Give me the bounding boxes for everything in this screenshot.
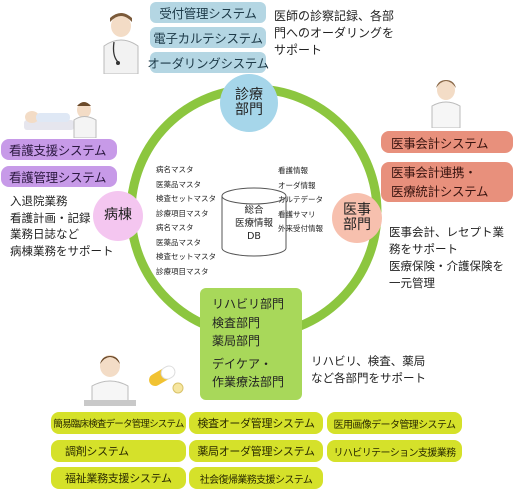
- medical-image-system-pill: 医用画像データ管理システム: [327, 412, 462, 434]
- top-description: 医師の診察記録、各部 門へのオーダリングを サポート: [274, 9, 395, 57]
- byoto-ward-node: 病棟: [93, 191, 143, 241]
- pharmacy-order-system-pill: 薬局オーダ管理システム: [189, 440, 323, 462]
- shinryo-department-node: 診療 部門: [220, 74, 278, 132]
- clinical-lab-data-system-pill: 簡易臨床検査データ管理システム: [51, 412, 186, 434]
- medical-accounting-system-pill: 医事会計システム: [381, 131, 513, 153]
- doctor-desk-illustration: [84, 355, 136, 406]
- rehabilitation-support-pill: リハビリテーション支援業務: [327, 440, 462, 462]
- information-list: 看護情報 オーダ情報 カルテデータ 看護サマリ 外来受付情報: [278, 166, 323, 233]
- nurse-patient-illustration: [24, 102, 97, 138]
- ordering-system-pill: オーダリングシステム: [147, 52, 269, 73]
- dispensing-system-pill: 調剤システム: [51, 440, 186, 462]
- database-icon: [221, 187, 287, 257]
- other-departments-box: リハビリ部門 検査部門 薬局部門 デイケア・ 作業療法部門: [200, 288, 302, 400]
- other-departments-description: リハビリ、検査、薬局 など各部門をサポート: [311, 354, 426, 385]
- ward-description: 入退院業務 看護計画・記録 業務日誌など 病棟業務をサポート: [10, 194, 114, 258]
- iji-department-node: 医事 部門: [332, 193, 382, 243]
- center-database-label: 総合 医療情報 DB: [234, 205, 273, 242]
- doctor-illustration: [103, 13, 139, 74]
- medicine-illustration: [149, 365, 184, 394]
- exam-order-system-pill: 検査オーダ管理システム: [189, 412, 323, 434]
- social-rehabilitation-system-pill: 社会復帰業務支援システム: [189, 467, 323, 489]
- emr-system-pill: 電子カルテシステム: [150, 27, 266, 48]
- medical-affairs-description: 医事会計、レセプト業 務をサポート 医療保険・介護保険を 一元管理: [389, 225, 504, 290]
- welfare-support-system-pill: 福祉業務支援システム: [51, 467, 186, 489]
- nursing-support-system-pill: 看護支援システム: [1, 139, 117, 160]
- accounting-statistics-system-pill: 医事会計連携・ 医療統計システム: [381, 162, 513, 202]
- clerk-illustration: [431, 80, 461, 128]
- master-data-list: 病名マスタ 医薬品マスタ 検査セットマスタ 診療項目マスタ 病名マスタ 医薬品マ…: [156, 165, 216, 276]
- nursing-management-system-pill: 看護管理システム: [1, 166, 117, 187]
- reception-system-pill: 受付管理システム: [150, 2, 266, 23]
